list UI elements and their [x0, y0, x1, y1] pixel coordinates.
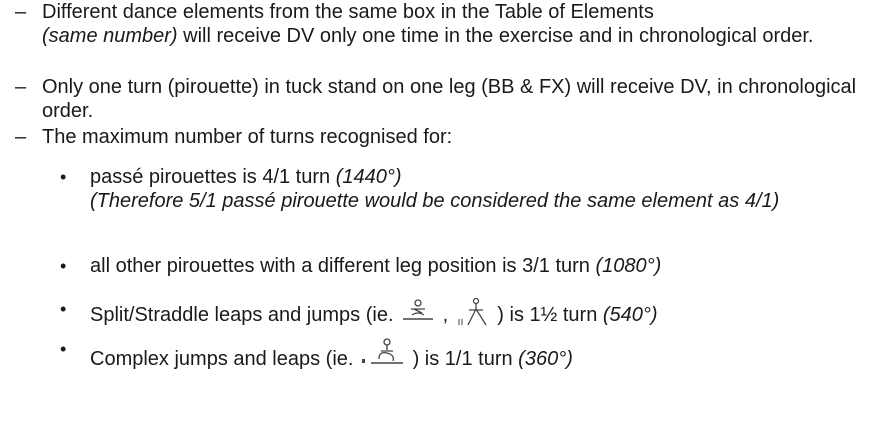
rule-text: Only one turn (pirouette) in tuck stand … [42, 76, 857, 122]
turn-limit-text: ) is 1/1 turn [407, 348, 519, 370]
rule-text: will receive DV only one time in the exe… [177, 25, 814, 47]
rule-text-italic: (same number) [42, 25, 178, 47]
turn-limit-note: (Therefore 5/1 passé pirouette would be … [90, 190, 780, 212]
split-leap-symbol-icon [401, 297, 435, 333]
turn-limit-text: ) is 1½ turn [491, 304, 603, 326]
dash-marker: – [15, 76, 27, 98]
bullet-marker: • [60, 256, 67, 276]
turn-limit-text: passé pirouettes is 4/1 turn [90, 166, 336, 188]
dash-marker: – [15, 1, 27, 23]
turn-limit-angle: (1440°) [335, 166, 402, 188]
bullet-marker: • [60, 299, 67, 319]
turn-limit-text: Split/Straddle leaps and jumps (ie. [90, 304, 400, 326]
dash-marker: – [15, 126, 27, 148]
rule-item-same-box: – Different dance elements from the same… [0, 0, 894, 48]
turn-limit-other-pirouettes: • all other pirouettes with a different … [0, 254, 894, 278]
turn-limit-split-straddle: • Split/Straddle leaps and jumps (ie. , … [0, 297, 894, 333]
rule-item-tuck-stand: – Only one turn (pirouette) in tuck stan… [0, 75, 862, 123]
symbol-separator: , [437, 304, 454, 326]
turn-limit-passe: • passé pirouettes is 4/1 turn (1440°) (… [0, 165, 890, 213]
turn-limit-angle: (1080°) [595, 255, 662, 277]
turn-limit-complex-jumps: • Complex jumps and leaps (ie. ) is 1/1 … [0, 337, 894, 377]
rule-item-max-turns: – The maximum number of turns recognised… [0, 125, 894, 149]
rule-text: The maximum number of turns recognised f… [42, 126, 453, 148]
turn-limit-text: Complex jumps and leaps (ie. [90, 348, 360, 370]
turn-limit-angle: (360°) [518, 348, 573, 370]
turn-limit-angle: (540°) [602, 304, 658, 326]
turn-limit-text: all other pirouettes with a different le… [90, 255, 596, 277]
straddle-jump-symbol-icon [456, 297, 490, 333]
rule-text: Different dance elements from the same b… [42, 1, 654, 23]
bullet-marker: • [60, 339, 67, 359]
complex-leap-symbol-icon [361, 337, 405, 377]
bullet-marker: • [60, 167, 67, 187]
